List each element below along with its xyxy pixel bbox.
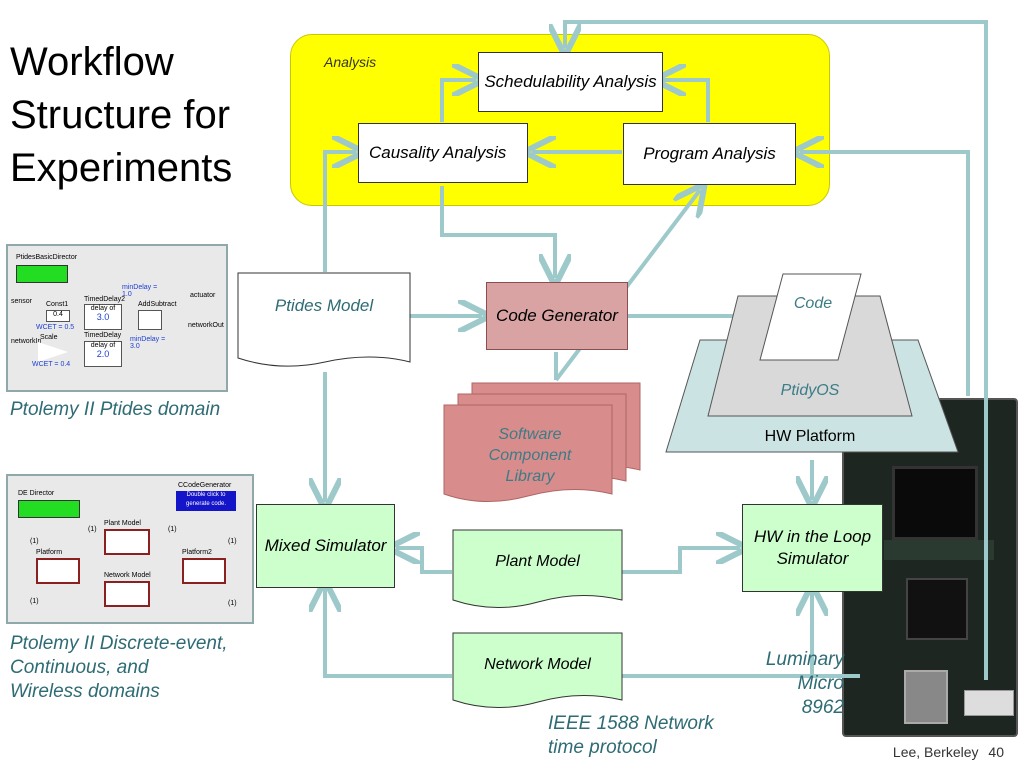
de-caption-line-3: Wireless domains [10, 681, 160, 702]
platform2-label: Platform2 [182, 549, 212, 556]
ptides-model-label: Ptides Model [274, 296, 374, 315]
wcet-2: WCET = 0.4 [32, 361, 71, 368]
board-brand-strip [884, 540, 994, 560]
port-count-2: (1) [88, 526, 97, 533]
timed-delay2-label: TimedDelay2 [84, 296, 125, 303]
timed-delay2-block: delay of 3.0 [84, 304, 122, 330]
network-model-label: Network Model [484, 656, 591, 673]
ieee-line-1: IEEE 1588 Network [548, 713, 714, 734]
page-number: 40 [988, 744, 1004, 760]
network-model-thumb-label: Network Model [104, 572, 151, 579]
delay-value-1: 3.0 [96, 312, 110, 322]
port-count-1: (1) [30, 538, 39, 545]
codegen-button: Double click to generate code. [176, 491, 236, 511]
delay-of-label-2: delay of [90, 342, 116, 349]
port-count-5: (1) [30, 598, 39, 605]
schedulability-analysis-box: Schedulability Analysis [478, 52, 663, 112]
sensor-label: sensor [11, 298, 33, 305]
plant-model-thumb-label: Plant Model [104, 520, 141, 527]
ieee-caption: IEEE 1588 Network time protocol [548, 712, 714, 760]
ptides-domain-screenshot: PtidesBasicDirector sensor Const1 0.4 Ti… [6, 244, 228, 392]
platform2-block [182, 558, 226, 584]
board-lcd-screen [892, 466, 978, 540]
platform-label: Platform [36, 549, 63, 556]
plant-model-thumb-block [104, 529, 150, 555]
board-connector [964, 690, 1014, 716]
network-in-label: networkIn [11, 338, 42, 345]
port-count-3: (1) [168, 526, 177, 533]
luminary-line-2: Micro [797, 673, 844, 694]
port-count-4: (1) [228, 538, 237, 545]
add-subtract-label: AddSubtract [138, 301, 177, 308]
add-subtract-block [138, 310, 162, 330]
luminary-board-photo [842, 398, 1018, 737]
min-delay-1-value: 1.0 [122, 291, 132, 298]
luminary-line-1: Luminary [765, 649, 844, 670]
code-label: Code [788, 294, 838, 314]
code-generator-box: Code Generator [486, 282, 628, 350]
timed-delay-block: delay of 2.0 [84, 341, 122, 367]
ptides-director-label: PtidesBasicDirector [16, 254, 78, 261]
hw-platform-label: HW Platform [764, 428, 856, 445]
ccodegenerator-label: CCodeGenerator [178, 482, 232, 489]
actuator-label: actuator [190, 292, 216, 299]
const-block: 0.4 [46, 310, 70, 322]
board-chip [906, 578, 968, 640]
network-model-thumb-block [104, 581, 150, 607]
title-line-2: Structure for [10, 93, 231, 137]
wcet-1: WCET = 0.5 [36, 324, 75, 331]
board-ethernet-port [904, 670, 948, 724]
min-delay-2-label: minDelay = [130, 336, 166, 343]
mixed-simulator-box: Mixed Simulator [256, 504, 395, 588]
min-delay-2-value: 3.0 [130, 343, 140, 350]
network-out-label: networkOut [188, 322, 224, 329]
de-director-label: DE Director [18, 490, 55, 497]
program-analysis-box: Program Analysis [623, 123, 796, 185]
de-domains-caption: Ptolemy II Discrete-event, Continuous, a… [10, 632, 228, 704]
min-delay-1: minDelay = 1.0 [122, 284, 157, 298]
title-line-1: Workflow [10, 40, 174, 84]
delay-value-2: 2.0 [96, 349, 110, 359]
ptidyos-label: PtidyOS [780, 382, 840, 399]
plant-model-label: Plant Model [495, 553, 580, 570]
slide-title: Workflow Structure for Experiments [10, 36, 260, 195]
de-caption-line-1: Ptolemy II Discrete-event, [10, 633, 228, 654]
luminary-caption: Luminary Micro 8962 [740, 648, 844, 720]
port-count-6: (1) [228, 600, 237, 607]
delay-of-label-1: delay of [90, 305, 116, 312]
hw-loop-simulator-box: HW in the Loop Simulator [742, 504, 883, 592]
footer-author: Lee, Berkeley [892, 744, 979, 760]
code-label-text: Code [793, 295, 833, 312]
timed-delay-label: TimedDelay [84, 332, 122, 339]
de-director-block [18, 500, 80, 518]
min-delay-1-label: minDelay = [122, 284, 158, 291]
min-delay-2: minDelay = 3.0 [130, 336, 165, 350]
de-caption-line-2: Continuous, and [10, 657, 149, 678]
luminary-line-3: 8962 [801, 697, 844, 718]
ptides-director-block [16, 265, 68, 283]
ptides-domain-caption: Ptolemy II Ptides domain [10, 399, 221, 420]
analysis-region-label: Analysis [324, 54, 377, 70]
platform-block [36, 558, 80, 584]
scale-triangle [38, 342, 68, 362]
const-label: Const1 [46, 301, 69, 308]
software-library-label: Software Component Library [488, 426, 572, 485]
title-line-3: Experiments [10, 146, 233, 190]
slide-footer: Lee, Berkeley 40 [893, 744, 1004, 760]
ieee-line-2: time protocol [548, 737, 657, 758]
de-domain-screenshot: DE Director CCodeGenerator Double click … [6, 474, 254, 624]
scale-label: Scale [40, 334, 58, 341]
causality-analysis-box: Causality Analysis [358, 123, 528, 183]
